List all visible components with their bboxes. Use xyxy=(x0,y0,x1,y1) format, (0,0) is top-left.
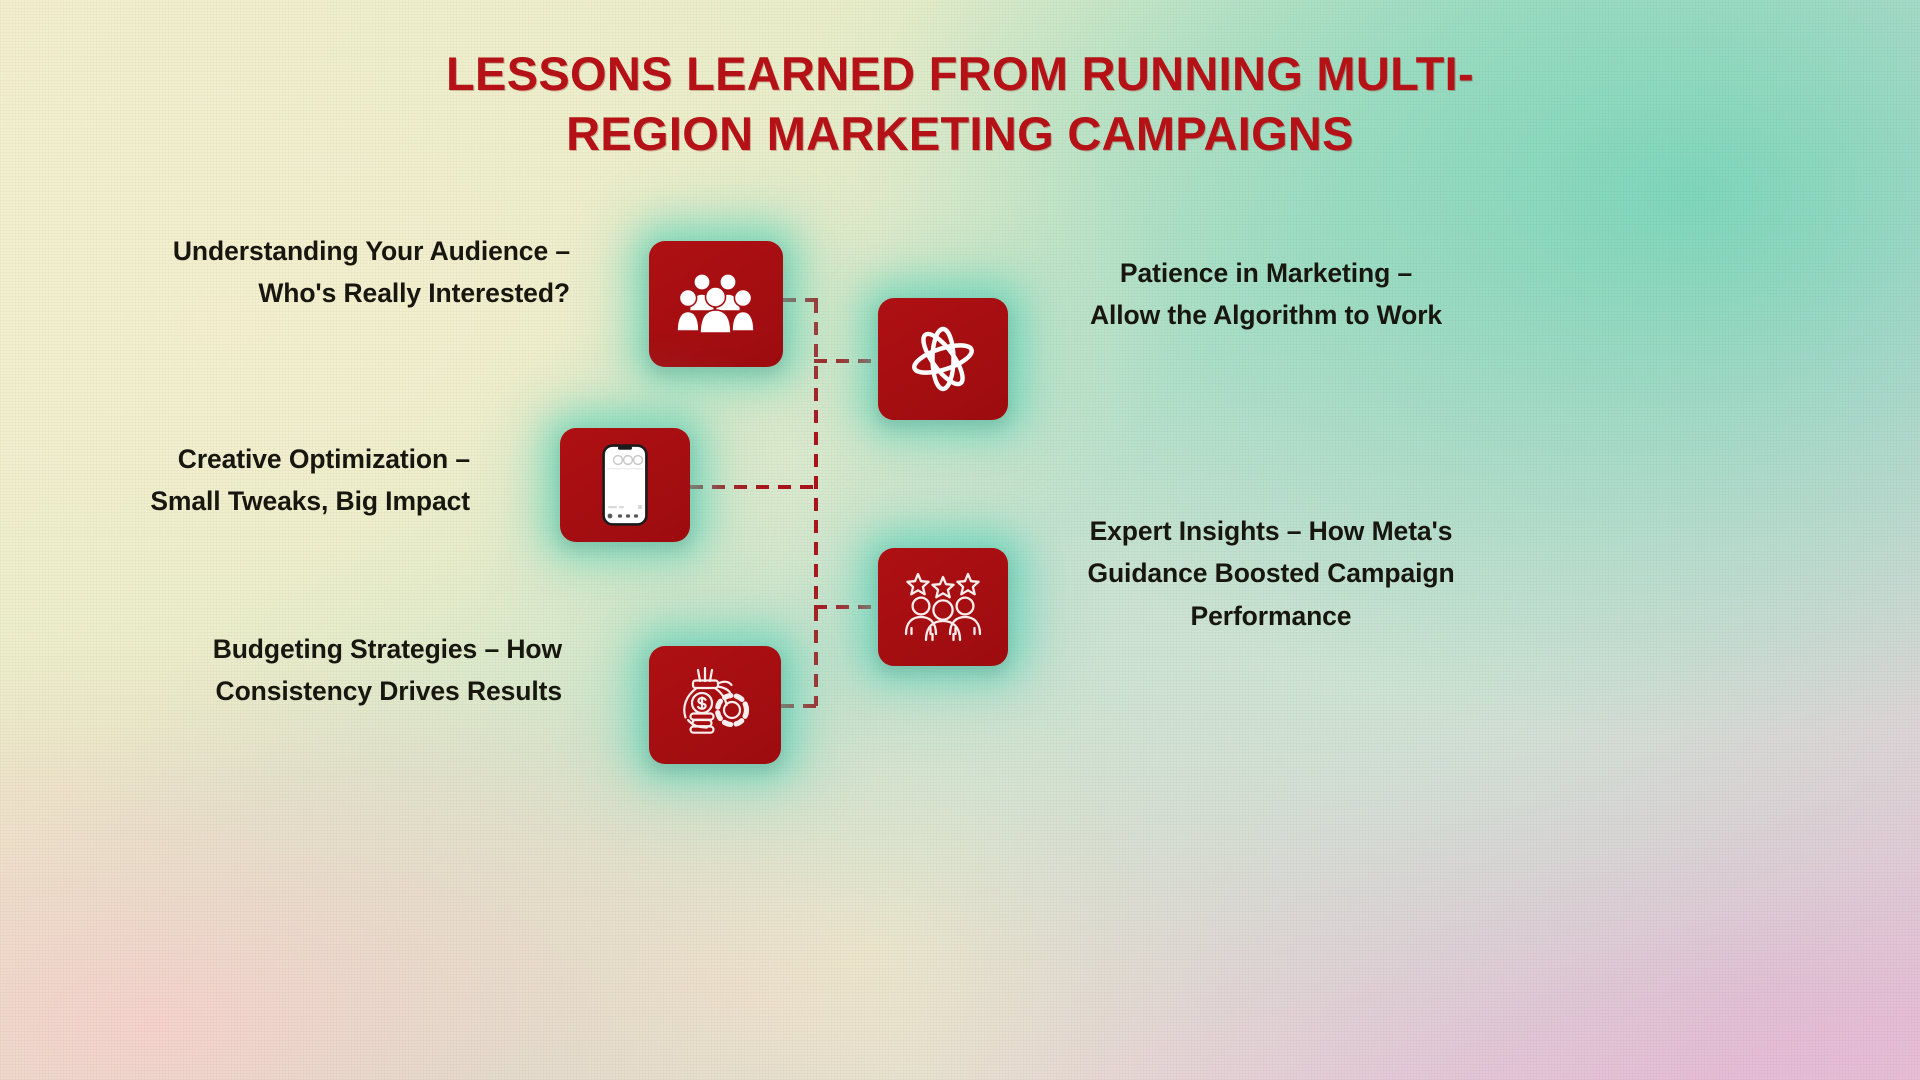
label-patience: Patience in Marketing – Allow the Algori… xyxy=(1089,258,1443,331)
icon-card-budget[interactable] xyxy=(649,646,781,764)
page-title: LESSONS LEARNED FROM RUNNING MULTI- REGI… xyxy=(446,47,1474,161)
people-group-icon xyxy=(676,273,755,334)
star-rated-people-icon xyxy=(904,572,982,642)
label-expert: Expert Insights – How Meta's Guidance Bo… xyxy=(1087,516,1455,631)
label-creative: Creative Optimization – Small Tweaks, Bi… xyxy=(150,444,470,517)
icon-card-expert[interactable] xyxy=(878,548,1008,666)
label-audience: Understanding Your Audience – Who's Real… xyxy=(172,236,570,309)
icon-card-patience[interactable] xyxy=(878,298,1008,420)
mobile-phone-icon xyxy=(602,444,648,526)
atom-icon xyxy=(912,326,974,392)
icon-card-audience[interactable] xyxy=(649,241,783,367)
money-bag-gear-icon xyxy=(683,667,750,734)
label-budget: Budgeting Strategies – How Consistency D… xyxy=(212,634,562,707)
icon-card-creative[interactable] xyxy=(560,428,690,542)
